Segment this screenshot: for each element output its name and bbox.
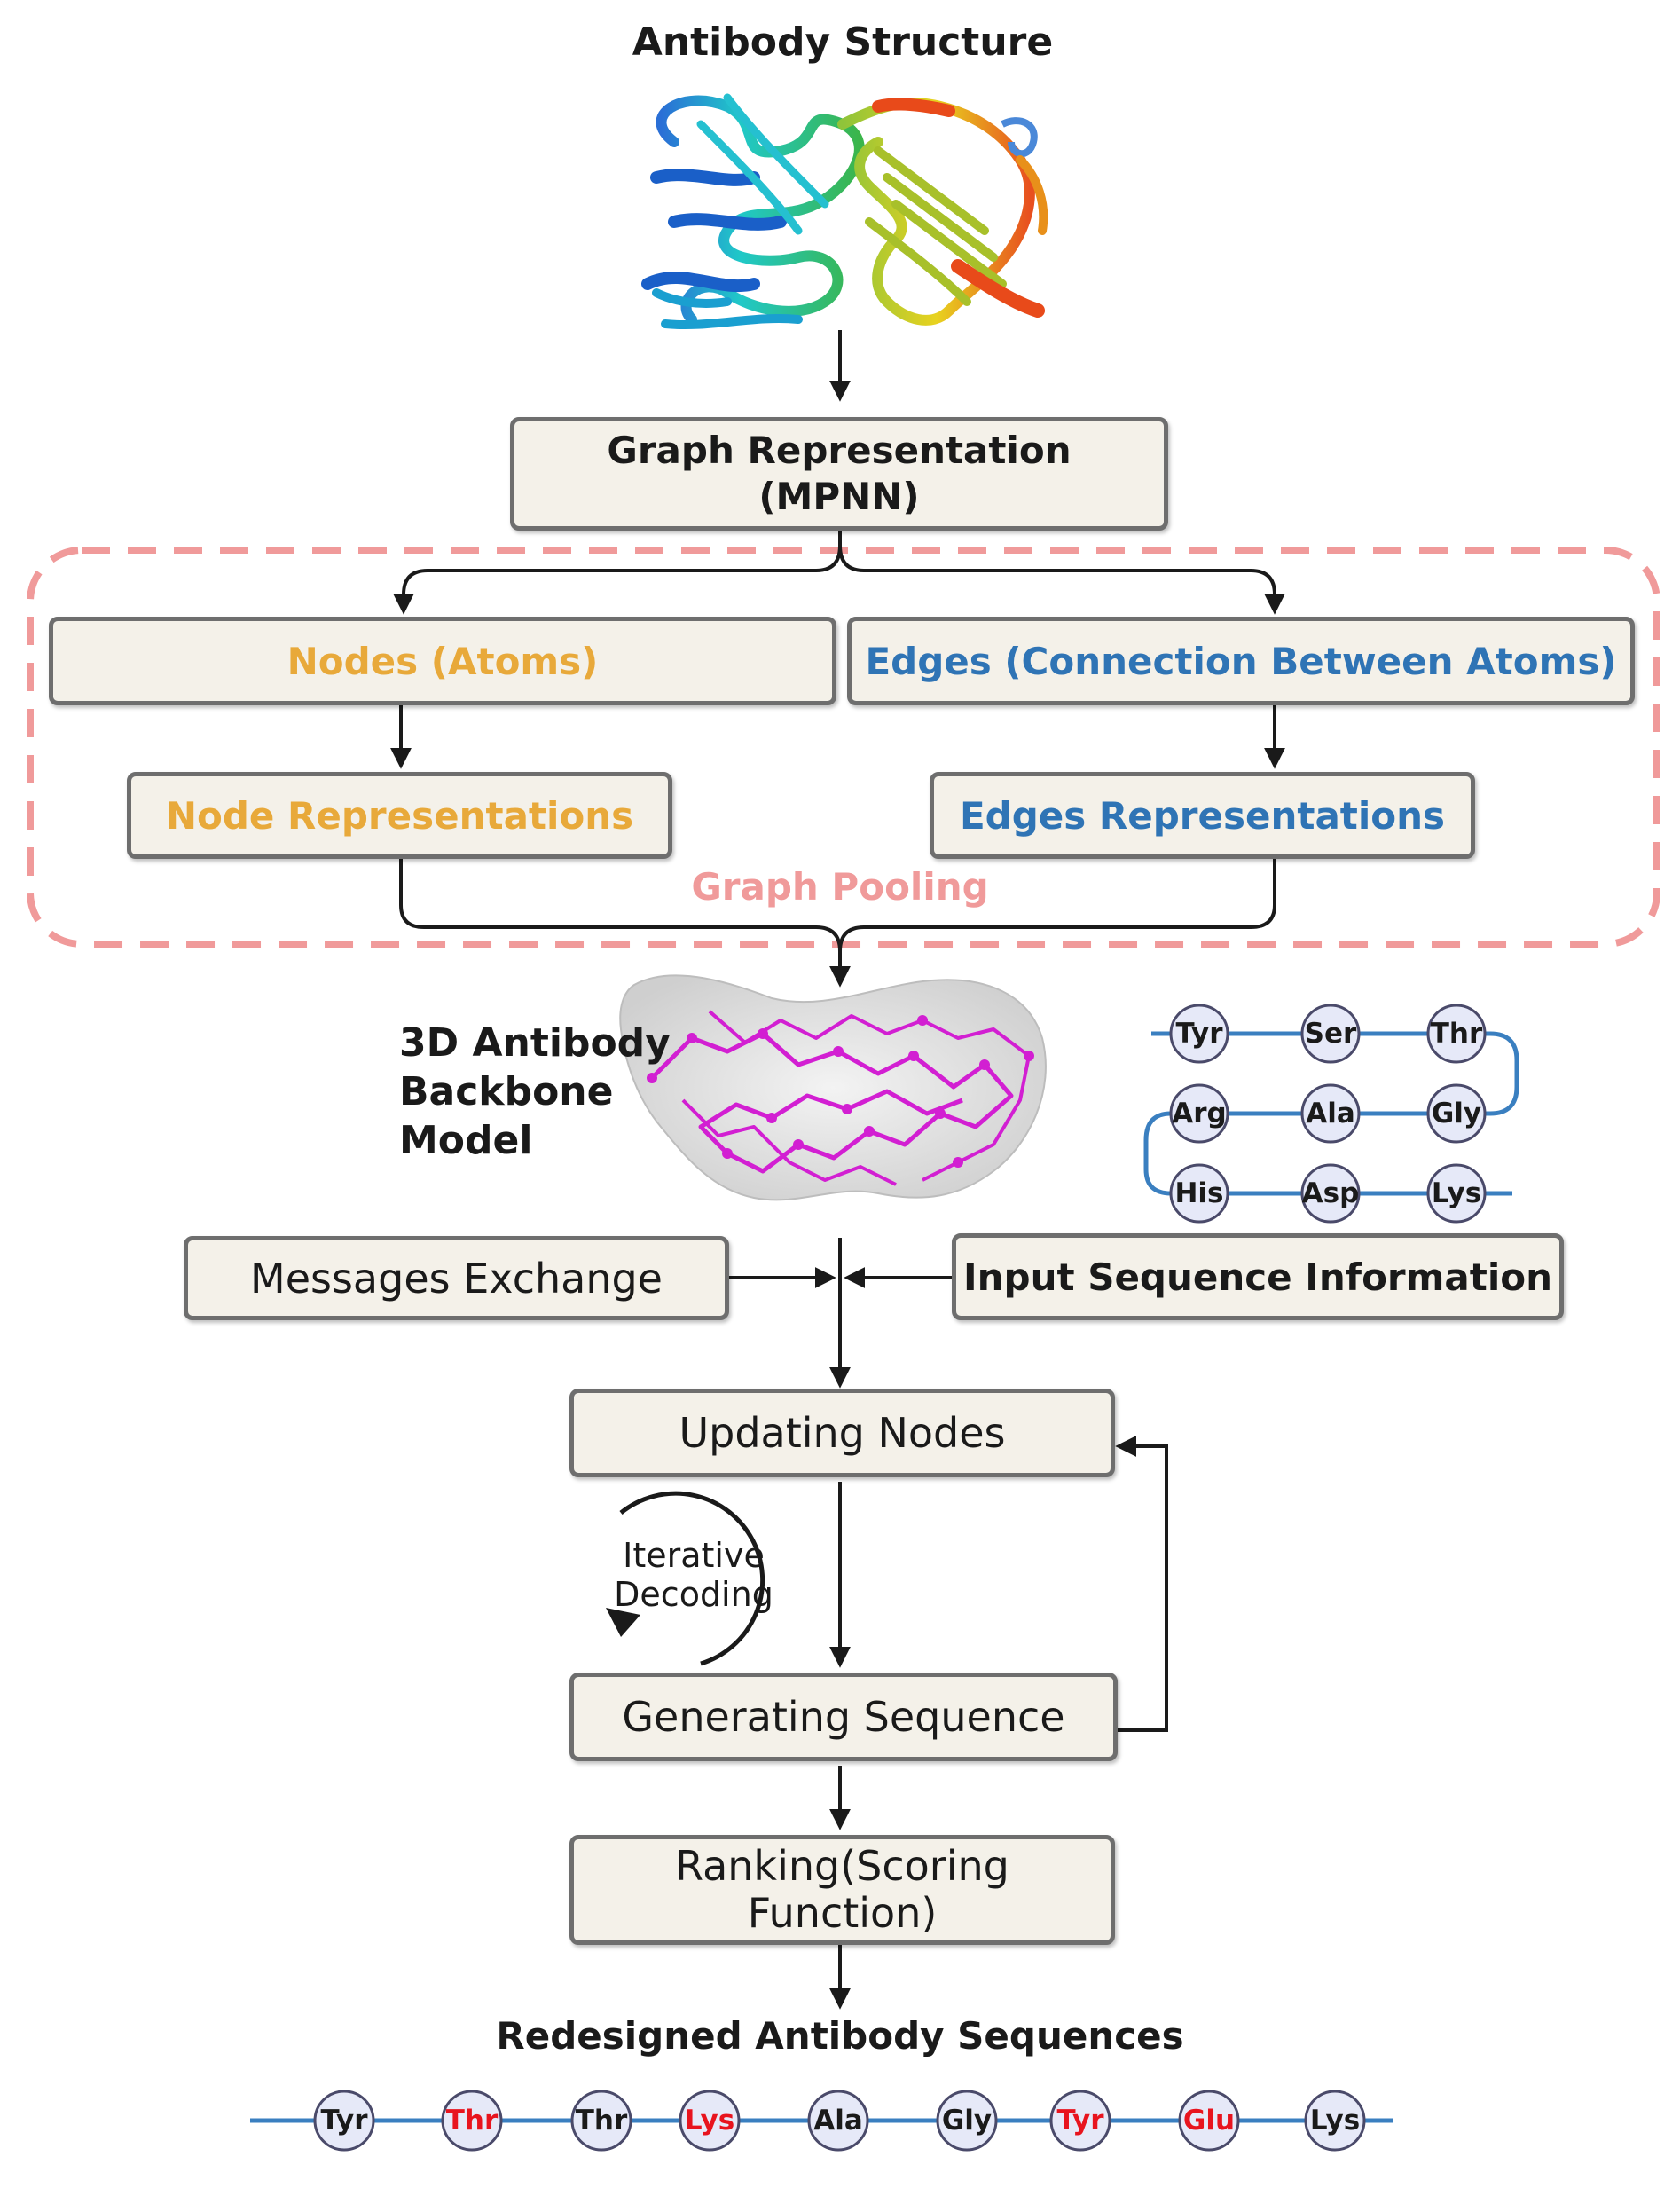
node-representations-box: Node Representations bbox=[127, 772, 672, 859]
edges-label: Edges (Connection Between Atoms) bbox=[865, 639, 1617, 683]
input-residue-ser: Ser bbox=[1300, 1004, 1361, 1064]
backbone-model-illustration bbox=[619, 974, 1047, 1201]
input-residue-gly: Gly bbox=[1426, 1083, 1487, 1144]
ranking-box: Ranking(Scoring Function) bbox=[569, 1835, 1115, 1945]
svg-text:Gly: Gly bbox=[942, 2105, 992, 2137]
input-residue-arg: Arg bbox=[1169, 1083, 1229, 1144]
output-residue-ala: Ala bbox=[807, 2090, 869, 2152]
antibody-ribbon-structure bbox=[641, 93, 1048, 330]
svg-text:Thr: Thr bbox=[576, 2105, 628, 2137]
svg-text:Tyr: Tyr bbox=[1176, 1018, 1224, 1050]
iterative-line1: Iterative bbox=[623, 1536, 765, 1575]
input-residue-thr: Thr bbox=[1426, 1004, 1487, 1064]
svg-text:Ala: Ala bbox=[1306, 1098, 1355, 1129]
input-residue-tyr: Tyr bbox=[1169, 1004, 1229, 1064]
updating-nodes-box: Updating Nodes bbox=[569, 1389, 1115, 1477]
svg-text:Asp: Asp bbox=[1302, 1177, 1360, 1209]
graph-representation-line2: (MPNN) bbox=[758, 475, 920, 518]
graph-representation-line1: Graph Representation bbox=[607, 428, 1072, 472]
input-residue-his: His bbox=[1169, 1163, 1229, 1224]
svg-text:Arg: Arg bbox=[1172, 1098, 1226, 1129]
output-residue-lys: Lys bbox=[1304, 2090, 1366, 2152]
svg-text:Gly: Gly bbox=[1432, 1098, 1481, 1129]
svg-text:Glu: Glu bbox=[1183, 2105, 1235, 2137]
messages-exchange-label: Messages Exchange bbox=[250, 1254, 663, 1303]
input-sequence-info-label: Input Sequence Information bbox=[963, 1255, 1552, 1299]
backbone-model-label: 3D Antibody Backbone Model bbox=[399, 1019, 671, 1165]
svg-text:Thr: Thr bbox=[446, 2105, 499, 2137]
graph-pooling-region bbox=[27, 547, 1660, 948]
svg-text:His: His bbox=[1174, 1177, 1223, 1209]
antibody-structure-title: Antibody Structure bbox=[632, 20, 1054, 65]
svg-text:Tyr: Tyr bbox=[1057, 2105, 1105, 2137]
svg-text:Lys: Lys bbox=[1432, 1177, 1481, 1209]
backbone-label-line3: Model bbox=[399, 1118, 533, 1163]
output-residue-tyr: Tyr bbox=[313, 2090, 375, 2152]
output-residue-lys-mutated: Lys bbox=[679, 2090, 741, 2152]
iterative-decoding-loop-icon bbox=[606, 1491, 765, 1666]
input-residue-lys: Lys bbox=[1426, 1163, 1487, 1224]
merge-connectors bbox=[729, 1238, 1168, 2010]
backbone-label-line2: Backbone bbox=[399, 1069, 614, 1114]
iterative-decoding-label: Iterative Decoding bbox=[596, 1536, 791, 1614]
node-representations-label: Node Representations bbox=[165, 793, 634, 838]
svg-text:Ala: Ala bbox=[813, 2105, 863, 2137]
output-residue-thr-mutated: Thr bbox=[441, 2090, 503, 2152]
svg-text:Lys: Lys bbox=[1310, 2105, 1360, 2137]
generating-sequence-box: Generating Sequence bbox=[569, 1673, 1118, 1761]
iterative-line2: Decoding bbox=[614, 1574, 773, 1614]
output-residue-glu-mutated: Glu bbox=[1178, 2090, 1240, 2152]
updating-nodes-label: Updating Nodes bbox=[679, 1409, 1006, 1457]
backbone-label-line1: 3D Antibody bbox=[399, 1020, 671, 1066]
branch-connectors bbox=[390, 531, 1285, 988]
input-sequence-info-box: Input Sequence Information bbox=[952, 1233, 1564, 1320]
svg-text:Thr: Thr bbox=[1431, 1018, 1483, 1050]
graph-representation-box: Graph Representation (MPNN) bbox=[510, 417, 1168, 531]
svg-text:Ser: Ser bbox=[1305, 1018, 1357, 1050]
nodes-box: Nodes (Atoms) bbox=[49, 617, 836, 705]
output-residue-tyr-mutated: Tyr bbox=[1049, 2090, 1111, 2152]
output-residue-thr: Thr bbox=[570, 2090, 632, 2152]
nodes-label: Nodes (Atoms) bbox=[287, 639, 599, 683]
svg-text:Tyr: Tyr bbox=[321, 2105, 369, 2137]
svg-text:Lys: Lys bbox=[685, 2105, 734, 2137]
edges-representations-box: Edges Representations bbox=[930, 772, 1475, 859]
ranking-line1: Ranking(Scoring bbox=[675, 1842, 1009, 1891]
messages-exchange-box: Messages Exchange bbox=[184, 1236, 729, 1320]
redesigned-sequences-title: Redesigned Antibody Sequences bbox=[496, 2014, 1184, 2058]
input-residue-asp: Asp bbox=[1300, 1163, 1361, 1224]
generating-sequence-label: Generating Sequence bbox=[622, 1693, 1065, 1741]
edges-box: Edges (Connection Between Atoms) bbox=[847, 617, 1635, 705]
graph-pooling-label: Graph Pooling bbox=[691, 865, 989, 909]
output-residue-gly: Gly bbox=[936, 2090, 998, 2152]
edges-representations-label: Edges Representations bbox=[959, 793, 1446, 838]
input-residue-ala: Ala bbox=[1300, 1083, 1361, 1144]
ranking-line2: Function) bbox=[747, 1889, 938, 1937]
